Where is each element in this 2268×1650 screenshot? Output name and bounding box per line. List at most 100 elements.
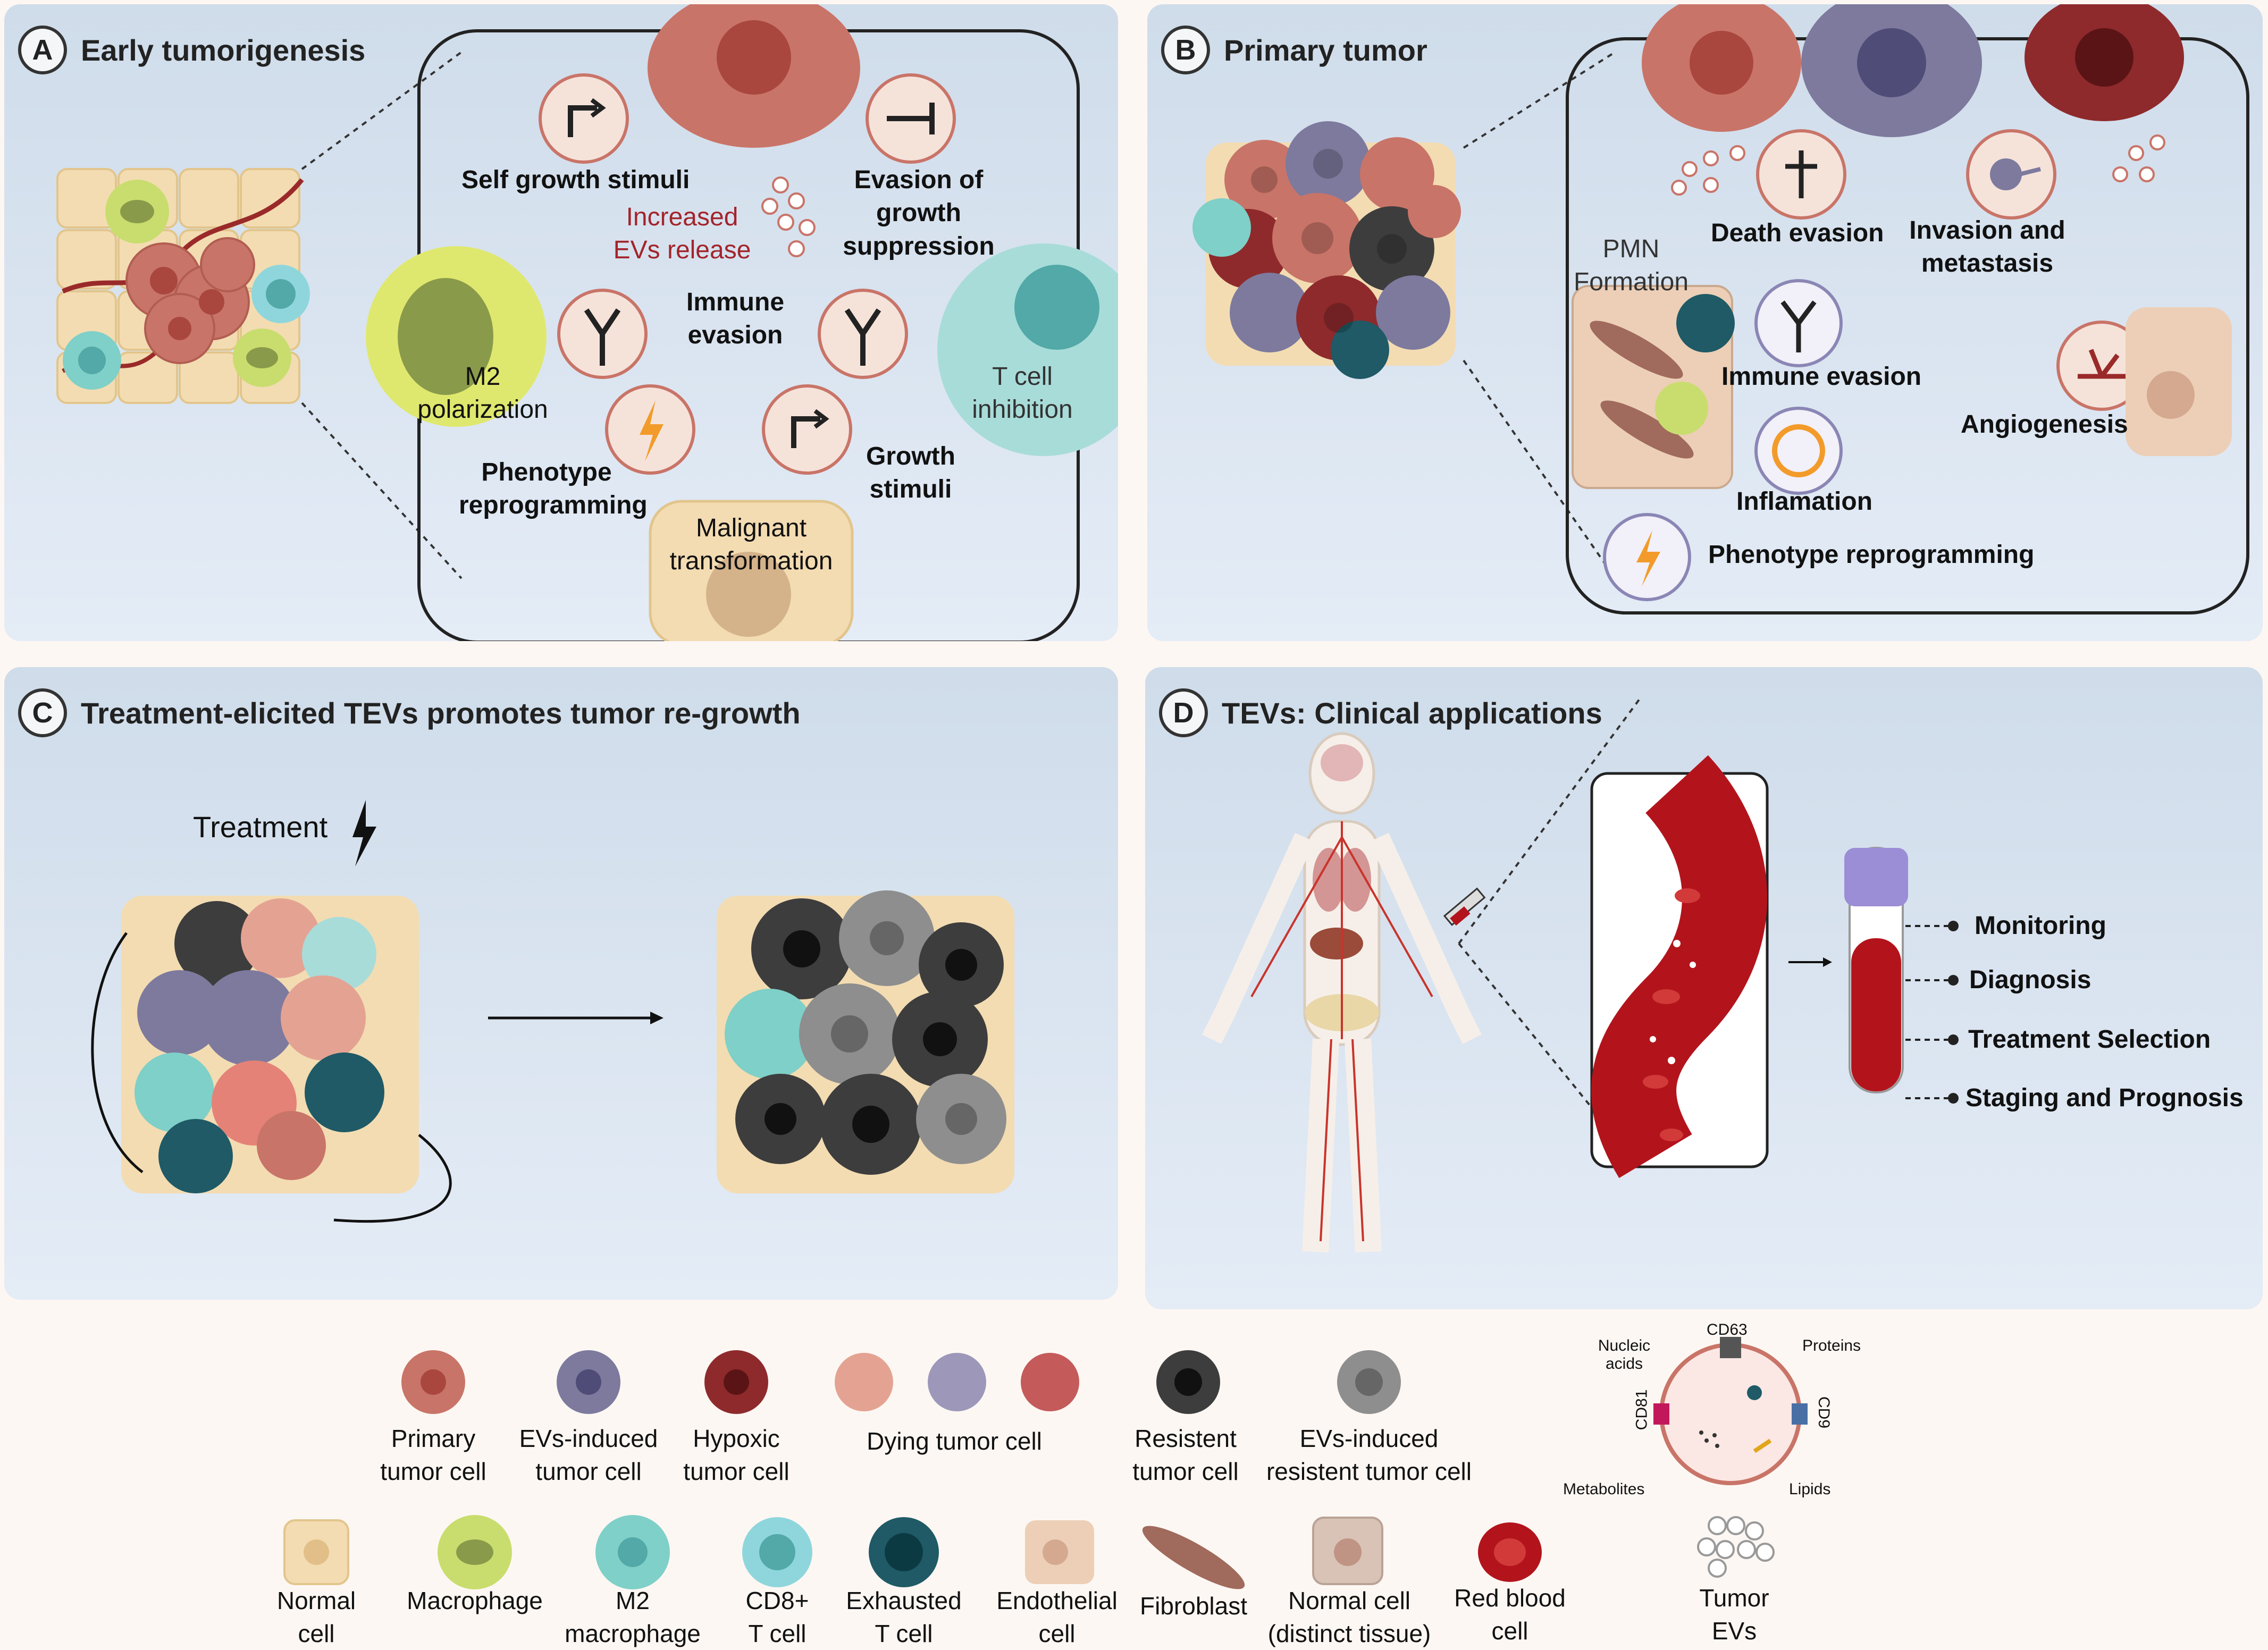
legend-hypoxic-icon (704, 1350, 768, 1414)
lightning-icon (605, 384, 695, 475)
ev-proteins: Proteins (1802, 1337, 1861, 1354)
immune-evasion-icon-b (1754, 279, 1843, 367)
panel-a-title: Early tumorigenesis (81, 33, 366, 67)
legend-endothelial: Endothelial cell (996, 1587, 1118, 1648)
panel-a: A Early tumorigenesis (4, 4, 1118, 641)
panel-a-letter: A (18, 26, 67, 74)
legend-m2-icon (595, 1515, 670, 1589)
label-pmn: PMN Formation (1573, 235, 1689, 297)
panel-d: D TEVs: Clinical applications (1145, 667, 2263, 1309)
legend-fibroblast-icon (1142, 1526, 1245, 1589)
phenotype-icon-b (1603, 513, 1691, 601)
panel-b-illustration (1192, 4, 2249, 614)
panel-b-letter: B (1161, 26, 1210, 74)
label-increased-evs: Increased EVs release (613, 203, 751, 265)
inflamation-icon (1754, 407, 1843, 495)
legend-fibroblast: Fibroblast (1140, 1592, 1247, 1620)
panel-d-title: TEVs: Clinical applications (1222, 696, 1602, 730)
blood-tube (1844, 847, 1908, 1093)
ev-cd81: CD81 (1633, 1389, 1651, 1430)
panel-b: B Primary tumor (1147, 4, 2263, 641)
legend-evs-tumor-icon (557, 1350, 620, 1414)
ev-metabolites: Metabolites (1563, 1480, 1645, 1498)
panel-c-title: Treatment-elicited TEVs promotes tumor r… (81, 696, 801, 730)
tumor-cell-top (648, 4, 860, 148)
panel-c: C Treatment-elicited TEVs promotes tumor… (4, 667, 1118, 1300)
ev-particles-b (1671, 134, 2165, 196)
legend-primary-tumor-icon (401, 1350, 465, 1414)
legend-icons (283, 1337, 1808, 1589)
label-treatment: Treatment (193, 810, 328, 844)
app-monitoring: Monitoring (1975, 912, 2106, 940)
label-evasion-growth: Evasion of growth suppression (843, 166, 995, 260)
label-invasion: Invasion and metastasis (1909, 216, 2065, 278)
label-m2-polarization: M2 polarization (417, 363, 548, 424)
angiogenesis-icon (2056, 321, 2147, 411)
app-staging: Staging and Prognosis (1965, 1084, 2244, 1112)
pmn-tissue (1572, 285, 1735, 489)
legend-exhausted-icon (869, 1517, 939, 1587)
self-growth-icon (539, 73, 629, 164)
ev-lipids: Lipids (1789, 1480, 1831, 1498)
label-growth-stimuli: Growth stimuli (866, 442, 955, 504)
macrophage-cell (105, 180, 169, 243)
legend-ev-diagram (1653, 1337, 1808, 1485)
label-death-evasion: Death evasion (1711, 219, 1884, 247)
endothelial-cell-b (2126, 307, 2232, 456)
ev-cd63: CD63 (1707, 1321, 1748, 1338)
legend-m2: M2 macrophage (565, 1587, 701, 1648)
legend-resistant-icon (1156, 1350, 1220, 1414)
antibody-icon-left (557, 289, 648, 379)
legend-distinct-normal: Normal cell (distinct tissue) (1267, 1587, 1431, 1648)
legend-distinct-normal-icon (1312, 1517, 1383, 1585)
ev-cd9: CD9 (1815, 1396, 1833, 1429)
legend-evs-resistant: EVs-induced resistent tumor cell (1266, 1425, 1472, 1486)
antibody-icon-right (818, 289, 908, 379)
legend-dying-icon (835, 1353, 1079, 1411)
panel-d-letter: D (1159, 688, 1208, 737)
legend-resistant: Resistent tumor cell (1132, 1425, 1239, 1486)
cd8-cell (251, 265, 310, 323)
vessel-segment (1591, 755, 1767, 1178)
legend-normal-icon (283, 1519, 349, 1585)
app-treatment-selection: Treatment Selection (1968, 1025, 2211, 1054)
legend-cd8-icon (742, 1517, 812, 1587)
death-evasion-icon (1756, 129, 1846, 220)
legend-dying: Dying tumor cell (867, 1427, 1042, 1455)
app-diagnosis: Diagnosis (1969, 966, 2091, 994)
panel-b-title: Primary tumor (1224, 33, 1427, 67)
panel-a-illustration (56, 4, 1118, 641)
legend-rbc-icon (1478, 1522, 1542, 1582)
legend-rbc: Red blood cell (1454, 1584, 1566, 1645)
legend-cd8: CD8+ T cell (745, 1587, 809, 1648)
ev-particles (761, 176, 816, 257)
tumor-cells-top (1642, 4, 2184, 137)
label-angiogenesis: Angiogenesis (1961, 410, 2128, 439)
label-phenotype-b: Phenotype reprogramming (1708, 541, 2035, 569)
panel-c-illustration (91, 800, 1014, 1223)
malignant-cell (649, 500, 854, 641)
label-inflamation: Inflamation (1736, 487, 1873, 516)
legend-macrophage-icon (438, 1515, 512, 1589)
syringe-icon (1443, 887, 1486, 927)
t-cell-big (937, 243, 1118, 456)
legend-primary-tumor: Primary tumor cell (380, 1425, 486, 1486)
label-malignant: Malignant transformation (669, 514, 833, 576)
label-immune-evasion-a: Immune evasion (686, 288, 785, 350)
dying-tumor-mass (121, 896, 419, 1193)
label-phenotype-a: Phenotype reprogramming (459, 458, 648, 520)
label-t-cell-inhibition: T cell inhibition (972, 363, 1073, 424)
label-immune-evasion-b: Immune evasion (1721, 363, 1922, 391)
growth-icon (762, 384, 852, 475)
panel-c-letter: C (18, 688, 67, 737)
evasion-icon (866, 73, 956, 164)
legend-macrophage: Macrophage (407, 1587, 543, 1614)
m2-macrophage-big (366, 246, 547, 427)
legend: Primary tumor cell EVs-induced tumor cel… (0, 1308, 2268, 1648)
legend-tumor-evs-icon (1697, 1516, 1775, 1578)
legend-endothelial-icon (1025, 1520, 1094, 1584)
lightning-treatment-icon (352, 800, 376, 866)
invasion-icon (1966, 129, 2056, 220)
legend-evs-tumor: EVs-induced tumor cell (519, 1425, 658, 1486)
legend-tumor-evs: Tumor EVs (1699, 1584, 1769, 1645)
